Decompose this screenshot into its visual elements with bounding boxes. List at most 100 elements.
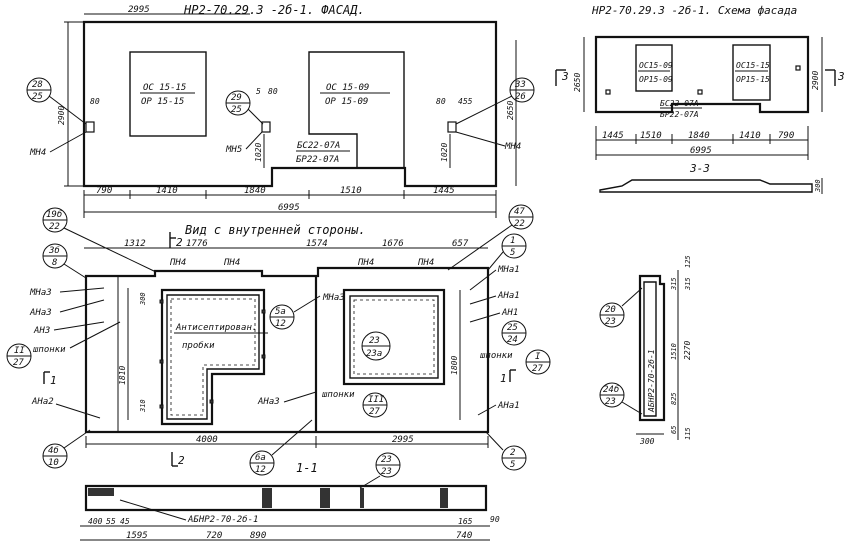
inside-bottom-dim-2: 2995 [392,435,414,445]
inside-ana3-left: АНа3 [29,308,52,318]
inside-roman-2: II [14,346,25,356]
scheme-bottom-dim-3: 1840 [688,131,710,141]
inside-tag-23a: 23а [366,349,382,359]
inside-ana3-mid: АНа3 [257,397,280,407]
section11-dim-720: 720 [206,531,222,541]
scheme-title: НР2-70.29.3 -2б-1. Схема фасада [591,4,797,17]
inside-top-dim-1: 1312 [124,239,146,249]
section-1-1-title: 1-1 [296,461,318,475]
inside-tag-5b: 5 [510,460,515,470]
scheme-section-mark-left: 3 [561,70,569,83]
facade-view: 2995 ОС 15-15 ОР 15-15 ОС 15-09 ОР 15-09… [26,5,535,218]
inside-pn4-4: ПН4 [417,258,434,268]
inside-tag-3b: 3б [48,245,60,256]
inside-tag-1: 1 [510,236,515,246]
facade-tag-29: 29 [231,93,242,103]
inside-roman-3: III [368,395,385,405]
scheme-bottom-dim-1: 1445 [602,131,624,141]
scheme-dim-2900: 2900 [811,71,820,90]
inside-bottom-dim-1: 4000 [196,435,218,445]
scheme-window1-or: ОР15-09 [639,75,673,84]
inside-tag-8: 8 [52,258,57,268]
inside-tag-12b: 12 [255,465,266,475]
inside-dim-310: 310 [139,399,147,413]
inside-tag-27b: 27 [369,407,380,417]
inside-top-dim-4: 1676 [382,239,404,249]
facade-dim-2995: 2995 [128,5,150,15]
facade-bottom-dim-3: 1840 [244,186,266,196]
section11-dim-890: 890 [250,531,266,541]
facade-dim-1020b: 1020 [440,143,449,162]
section11-tag-23b: 23 [381,467,392,477]
side-dim-300: 300 [639,437,655,446]
facade-dim-2650: 2650 [506,101,515,120]
side-tag-23a: 23 [605,317,616,327]
inside-tag-23: 23 [369,336,380,346]
section-3-3-title: 3-3 [689,162,710,175]
facade-window1-or: ОР 15-15 [141,97,184,107]
inside-tag-22: 22 [49,222,60,232]
side-tag-23b: 23 [605,397,616,407]
facade-dim-1020a: 1020 [254,143,263,162]
scheme-dim-2650: 2650 [573,73,582,92]
section11-dim-1595: 1595 [126,531,148,541]
facade-window1-os: ОС 15-15 [143,83,186,93]
scheme-door-br: БР22-07А [660,110,699,119]
side-dim-315a: 315 [670,277,678,291]
scheme-bottom-dim-4: 1410 [739,131,761,141]
section11-dim-740: 740 [456,531,472,541]
side-dim-2270: 2270 [683,341,692,360]
inside-top-dim-5: 657 [452,239,469,249]
inside-tag-5a: 5а [275,307,286,317]
section11-label: АБНР2-70-2б-1 [187,514,258,525]
inside-section-mark-top: 2 [176,236,183,249]
facade-title: НР2-70.29.3 -2б-1. ФАСАД. [183,3,365,17]
inside-dim-300: 300 [139,292,147,306]
inside-ana1-top: АНа1 [497,291,520,301]
inside-shponki-left: шпонки [33,345,66,355]
inside-pn4-2: ПН4 [223,258,240,268]
side-label: АБНР2-70-2б-1 [646,349,656,413]
inside-tag-10: 10 [48,458,59,468]
inside-ana2: АНа2 [31,397,54,407]
inside-an1: АН1 [501,308,518,318]
side-tag-24b: 24б [603,384,619,395]
inside-ana1-bottom: АНа1 [497,401,520,411]
inside-pn4-1: ПН4 [169,258,186,268]
side-dim-125: 125 [684,255,692,268]
facade-bottom-dim-4: 1510 [340,186,362,196]
inside-tag-19b: 19б [46,209,62,220]
facade-tag-26: 26 [515,92,526,102]
scheme-door-bs: БС22-07А [660,99,699,108]
inside-tag-2: 2 [510,448,515,458]
inside-top-dim-3: 1574 [306,239,328,249]
facade-dim-80a: 80 [90,97,100,106]
scheme-bottom-dim-2: 1510 [640,131,662,141]
facade-mn4-right: МН4 [504,142,521,152]
facade-dim-80c: 80 [436,97,446,106]
section-1-1: 23 23 АБНР2-70-2б-1 400 55 45 165 90 159… [80,452,500,541]
side-dim-65: 65 [670,426,678,434]
section11-dim-165: 165 [458,517,473,526]
facade-mn5: МН5 [225,145,242,155]
inside-tag-4b: 4б [48,445,59,456]
scheme-section-mark-right: 3 [837,70,845,83]
inside-top-dim-2: 1776 [186,239,208,249]
inside-tag-27a: 27 [13,358,24,368]
inside-dim-1810: 1810 [118,366,127,385]
inside-pn4-3: ПН4 [357,258,374,268]
inside-view-title: Вид с внутренней стороны. [185,223,366,237]
side-dim-315b: 315 [684,277,692,291]
section11-dim-400: 400 [88,517,103,526]
side-section-view: АБНР2-70-2б-1 20 23 24б 23 300 125 315 3… [599,255,692,446]
inside-tag-22b: 22 [514,219,525,229]
inside-an3: АН3 [33,326,50,336]
facade-dim-455: 455 [458,97,473,106]
side-dim-1510: 1510 [670,343,678,360]
side-dim-825: 825 [670,392,678,405]
inside-mna3-left: МНа3 [29,288,52,298]
inside-section-mark-right: 1 [500,372,507,385]
facade-window2-or: ОР 15-09 [325,97,368,107]
facade-tag-33: 33 [514,80,526,90]
facade-door-br: БР22-07А [296,155,339,165]
